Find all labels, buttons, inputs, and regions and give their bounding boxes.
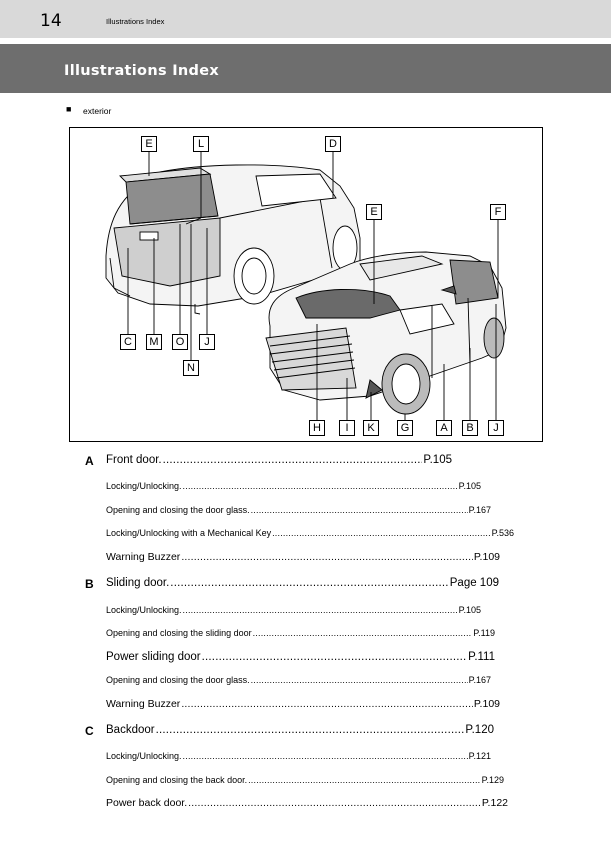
- entry-line: Locking/Unlocking. P.105: [106, 605, 481, 615]
- entry-page: P.105: [423, 454, 452, 466]
- entry-page: P.105: [458, 481, 481, 491]
- entry-line: Opening and closing the sliding door P.11…: [106, 628, 495, 638]
- callout-a: A: [436, 420, 452, 436]
- callout-e-front: E: [366, 204, 382, 220]
- index-subentry: Locking/Unlocking. P.105: [0, 481, 611, 501]
- entry-text: Front door.: [106, 454, 162, 466]
- entry-page: P.109: [473, 698, 500, 710]
- callout-n: N: [183, 360, 199, 376]
- index-subentry: Locking/Unlocking. P.121: [0, 751, 611, 771]
- index-subentry: Opening and closing the door glass. P.167: [0, 505, 611, 525]
- entry-letter: C: [85, 724, 94, 738]
- index-subentry: Opening and closing the back door. P.129: [0, 775, 611, 795]
- page-header-bar: [0, 0, 611, 38]
- callout-b: B: [462, 420, 478, 436]
- entry-text: Opening and closing the back door.: [106, 775, 248, 785]
- entry-text: Power back door.: [106, 797, 188, 809]
- callout-h: H: [309, 420, 325, 436]
- entry-page: P.120: [465, 724, 494, 736]
- entry-text: Sliding door.: [106, 577, 170, 589]
- entry-page: P.129: [481, 775, 504, 785]
- index-entry-a: A Front door. P.105: [0, 454, 611, 474]
- callout-f: F: [490, 204, 506, 220]
- entry-page: P.167: [468, 675, 491, 685]
- entry-line: Power sliding door P.111: [106, 651, 495, 663]
- index-entry-c: C Backdoor P.120: [0, 724, 611, 744]
- entry-line: Opening and closing the door glass. P.167: [106, 675, 491, 685]
- callout-c: C: [120, 334, 136, 350]
- entry-line: Opening and closing the door glass. P.167: [106, 505, 491, 515]
- callout-i: I: [339, 420, 355, 436]
- subsection-label: exterior: [83, 106, 112, 116]
- index-entry-b: B Sliding door. Page 109: [0, 577, 611, 597]
- callout-k: K: [363, 420, 379, 436]
- entry-text: Opening and closing the sliding door: [106, 628, 252, 638]
- entry-line: Sliding door. Page 109: [106, 577, 499, 589]
- index-subentry: Opening and closing the sliding door P.11…: [0, 628, 611, 648]
- entry-text: Warning Buzzer: [106, 698, 181, 710]
- callout-g: G: [397, 420, 413, 436]
- callout-l: L: [193, 136, 209, 152]
- entry-line: Power back door. P.122: [106, 797, 508, 809]
- entry-text: Warning Buzzer: [106, 551, 181, 563]
- index-subentry: Power sliding door P.111: [0, 651, 611, 671]
- index-subentry: Locking/Unlocking with a Mechanical Key P…: [0, 528, 611, 548]
- entry-page: P.119: [473, 628, 495, 638]
- vehicle-illustration: E L D E F C M O J N H I K G A B J: [69, 127, 543, 442]
- callout-m: M: [146, 334, 162, 350]
- entry-page: P.122: [481, 797, 508, 809]
- callout-j-rear: J: [199, 334, 215, 350]
- entry-line: Locking/Unlocking with a Mechanical Key P…: [106, 528, 514, 538]
- entry-text: Power sliding door: [106, 651, 201, 663]
- entry-line: Backdoor P.120: [106, 724, 494, 736]
- index-subentry: Locking/Unlocking. P.105: [0, 605, 611, 625]
- entry-text: Locking/Unlocking.: [106, 751, 182, 761]
- entry-text: Opening and closing the door glass.: [106, 675, 250, 685]
- entry-letter: B: [85, 577, 94, 591]
- page-number: 14: [40, 11, 62, 31]
- entry-line: Warning Buzzer P.109: [106, 698, 500, 710]
- entry-text: Opening and closing the door glass.: [106, 505, 250, 515]
- entry-line: Locking/Unlocking. P.105: [106, 481, 481, 491]
- entry-page: P.167: [468, 505, 491, 515]
- entry-line: Opening and closing the back door. P.129: [106, 775, 504, 785]
- index-subentry: Opening and closing the door glass. P.167: [0, 675, 611, 695]
- index-subentry: Power back door. P.122: [0, 797, 611, 817]
- running-head: Illustrations Index: [106, 17, 165, 26]
- index-subentry: Warning Buzzer P.109: [0, 698, 611, 718]
- index-subentry: Warning Buzzer P.109: [0, 551, 611, 571]
- section-banner: [0, 44, 611, 93]
- entry-text: Backdoor: [106, 724, 155, 736]
- entry-page: P.105: [458, 605, 481, 615]
- callout-e-rear: E: [141, 136, 157, 152]
- callout-d: D: [325, 136, 341, 152]
- entry-page: P.111: [468, 651, 495, 663]
- square-bullet-icon: ■: [66, 104, 72, 114]
- section-title: Illustrations Index: [64, 63, 220, 79]
- entry-letter: A: [85, 454, 94, 468]
- entry-page: P.121: [468, 751, 491, 761]
- entry-text: Locking/Unlocking with a Mechanical Key: [106, 528, 272, 538]
- entry-page: P.109: [473, 551, 500, 563]
- entry-page: Page 109: [449, 577, 499, 589]
- entry-text: Locking/Unlocking.: [106, 605, 182, 615]
- callout-j-front: J: [488, 420, 504, 436]
- callout-o: O: [172, 334, 188, 350]
- entry-text: Locking/Unlocking.: [106, 481, 182, 491]
- entry-line: Warning Buzzer P.109: [106, 551, 500, 563]
- vehicle-drawing: [105, 152, 507, 420]
- entry-page: P.536: [491, 528, 514, 538]
- entry-line: Locking/Unlocking. P.121: [106, 751, 491, 761]
- entry-line: Front door. P.105: [106, 454, 452, 466]
